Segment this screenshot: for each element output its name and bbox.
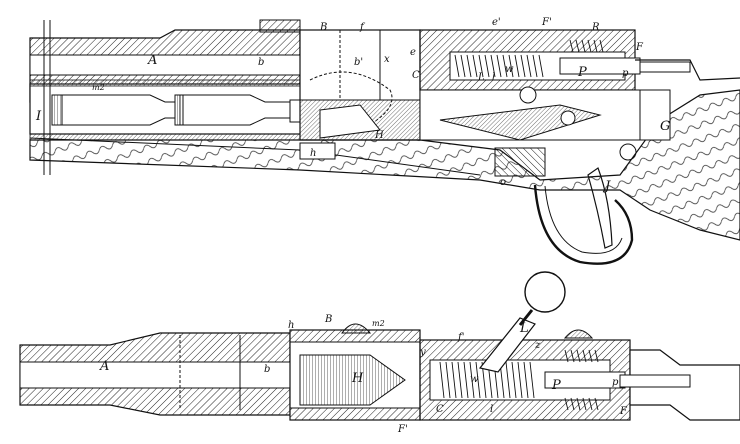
bottom-label-L: L	[519, 321, 529, 336]
bottom-label-C: C	[436, 404, 444, 415]
top-cartridges	[51, 94, 305, 126]
top-label-R: R	[591, 22, 600, 33]
top-stock	[29, 89, 740, 241]
bottom-figure: A h B m2 L f' b H y z P p F F' C w l	[19, 271, 740, 435]
top-label-m2: m2	[92, 83, 105, 92]
top-label-F: F	[635, 42, 644, 53]
top-label-b: b	[258, 57, 264, 68]
bottom-lever	[478, 317, 536, 373]
top-label-L: L	[477, 72, 485, 83]
top-label-H: H	[374, 130, 384, 141]
bottom-label-y: y	[419, 347, 426, 358]
bottom-spring	[439, 349, 599, 411]
top-label-w: w	[505, 64, 514, 75]
top-label-e: e	[410, 47, 416, 58]
bottom-label-b: b	[264, 364, 270, 375]
bottom-label-h: h	[288, 320, 294, 331]
top-label-x: x	[384, 54, 390, 65]
top-figure: A B f e' F' R F b b' x e C L l w P p m2 …	[29, 17, 740, 265]
top-label-C: C	[412, 70, 420, 81]
top-label-G: G	[660, 119, 670, 134]
top-label-J: J	[602, 179, 611, 194]
top-label-f: f	[359, 22, 366, 33]
bottom-label-p: p	[612, 377, 619, 388]
top-label-B: B	[319, 22, 327, 33]
bottom-lever-knob	[524, 271, 566, 313]
top-trigger-guard	[533, 184, 634, 265]
top-label-I: I	[35, 109, 42, 124]
bottom-label-A: A	[99, 359, 109, 374]
bottom-bore	[19, 361, 291, 389]
top-label-h: h	[310, 148, 316, 159]
bottom-label-F: F	[619, 406, 628, 417]
top-label-e-prime: e'	[492, 17, 501, 28]
bottom-label-f-prime: f'	[457, 332, 464, 343]
top-label-b-prime: b'	[354, 57, 363, 68]
bottom-label-m2: m2	[372, 319, 385, 328]
bottom-label-B: B	[324, 314, 332, 325]
top-label-l: l	[492, 72, 495, 83]
bottom-label-F-prime: F'	[397, 424, 408, 435]
bottom-label-z: z	[534, 340, 541, 351]
bottom-label-w: w	[470, 374, 479, 385]
top-label-P: P	[577, 65, 587, 80]
top-label-A: A	[147, 53, 157, 68]
top-label-o: o	[500, 177, 506, 188]
bottom-label-H: H	[351, 371, 364, 386]
top-label-F-prime: F'	[541, 17, 552, 28]
top-label-p: p	[622, 68, 629, 79]
bottom-label-l: l	[490, 404, 493, 415]
bottom-label-P: P	[551, 378, 561, 393]
